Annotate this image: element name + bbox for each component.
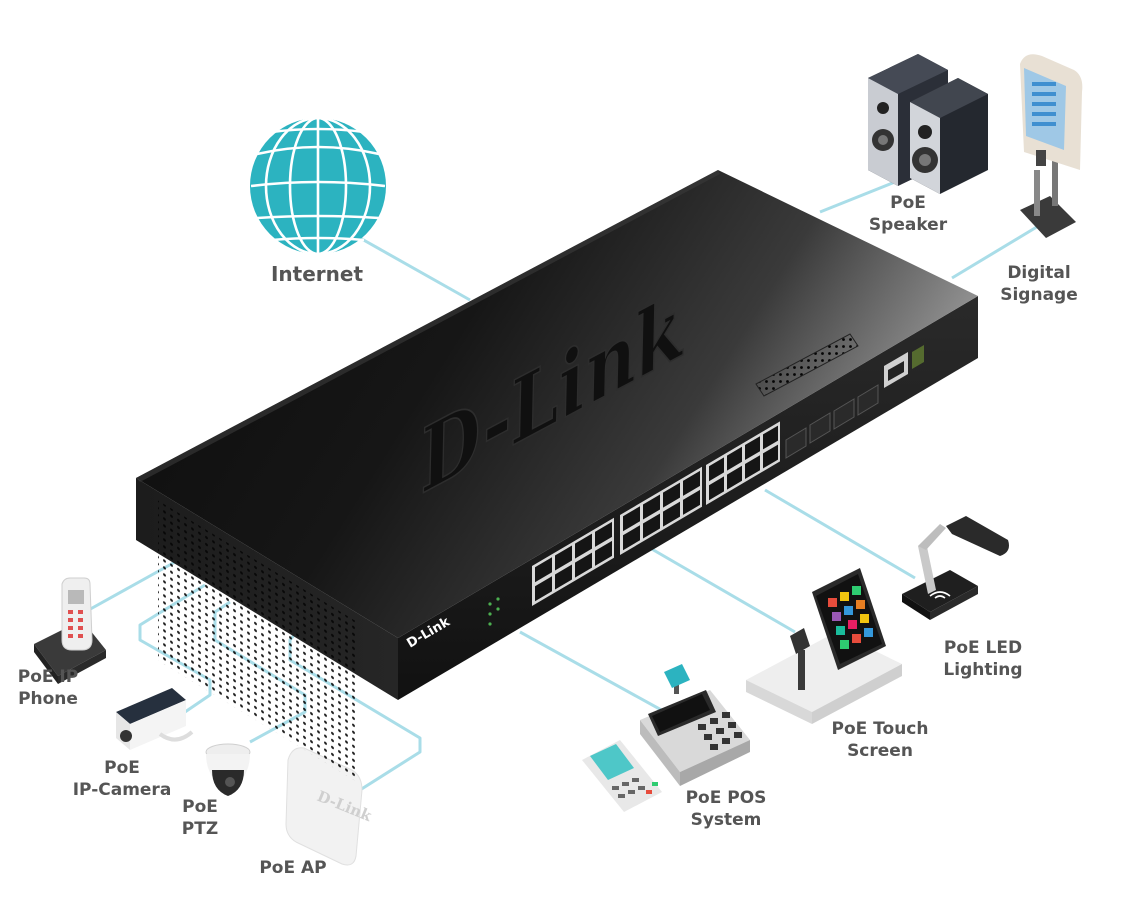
label-speaker-line2: Speaker <box>868 215 948 235</box>
port-group <box>532 345 924 606</box>
label-phone-line2: Phone <box>18 689 78 709</box>
label-touch: PoE Touch Screen <box>820 718 940 762</box>
label-ap: PoE AP <box>248 857 338 879</box>
label-signage-line2: Signage <box>1000 285 1078 305</box>
label-led-line2: Lighting <box>943 660 1023 680</box>
label-speaker: PoE Speaker <box>858 192 958 236</box>
label-touch-line1: PoE Touch <box>831 719 929 739</box>
cable-internet <box>359 236 471 302</box>
label-camera: PoE IP-Camera <box>62 757 182 801</box>
label-ap-line1: PoE AP <box>259 858 327 878</box>
label-speaker-line1: PoE <box>890 193 926 213</box>
ip-phone-icon <box>34 577 106 684</box>
bullet-camera-icon <box>116 688 194 750</box>
label-ptz-line2: PTZ <box>181 819 219 839</box>
label-internet-line1: Internet <box>270 262 364 286</box>
label-touch-line2: Screen <box>847 741 913 761</box>
lamp-icon <box>902 516 1009 620</box>
label-signage: Digital Signage <box>989 262 1089 306</box>
label-signage-line1: Digital <box>1007 263 1071 283</box>
cable-led <box>764 488 916 580</box>
cable-pos <box>519 630 666 714</box>
label-pos-line1: PoE POS <box>685 788 767 808</box>
pos-terminal-icon <box>582 664 750 812</box>
cable-signage <box>951 220 1046 280</box>
cable-touch <box>649 546 796 634</box>
label-phone-line1: PoE IP <box>17 667 79 687</box>
label-ptz-line1: PoE <box>182 797 218 817</box>
switch-top-face <box>136 170 978 638</box>
label-led-line1: PoE LED <box>943 638 1023 658</box>
label-led: PoE LED Lighting <box>928 637 1038 681</box>
network-switch: D-Link <box>136 170 978 783</box>
label-pos: PoE POS System <box>676 787 776 831</box>
label-ptz: PoE PTZ <box>165 796 235 840</box>
top-vent <box>755 333 859 397</box>
label-camera-line1: PoE <box>104 758 140 778</box>
touchscreen-icon <box>746 568 902 724</box>
speaker-icon <box>868 54 988 194</box>
dome-camera-icon <box>205 743 251 796</box>
label-phone: PoE IP Phone <box>0 666 96 710</box>
label-internet: Internet <box>262 263 372 285</box>
globe-icon <box>250 116 386 256</box>
label-camera-line2: IP-Camera <box>72 780 172 800</box>
label-pos-line2: System <box>690 810 762 830</box>
kiosk-icon <box>1020 54 1083 238</box>
